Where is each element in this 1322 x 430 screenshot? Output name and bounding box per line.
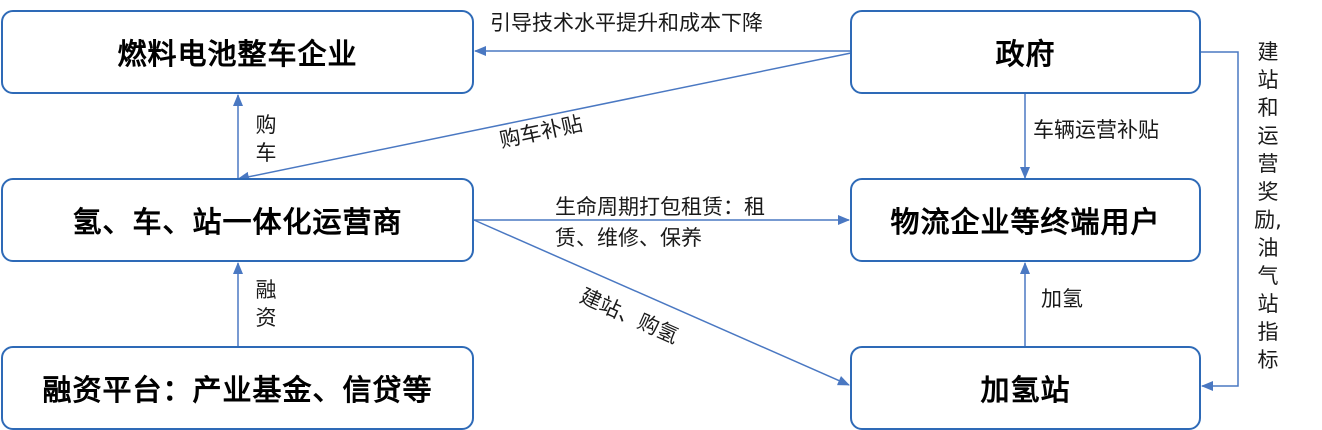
node-government: 政府 bbox=[850, 10, 1201, 94]
label-gov-to-station: 建站和运营奖励,油气站指标 bbox=[1254, 40, 1282, 372]
node-fcv-enterprise: 燃料电池整车企业 bbox=[1, 10, 474, 94]
label-operator-to-fcv: 购车 bbox=[255, 113, 277, 165]
node-integrated-operator: 氢、车、站一体化运营商 bbox=[1, 178, 474, 262]
label-operator-to-users-line2: 赁、维修、保养 bbox=[555, 226, 702, 250]
node-financing-platform: 融资平台：产业基金、信贷等 bbox=[1, 346, 474, 430]
arrow-operator-to-station bbox=[473, 219, 850, 386]
label-station-to-users: 加氢 bbox=[1041, 287, 1083, 311]
arrow-gov-to-operator bbox=[237, 52, 852, 182]
label-operator-to-users-line1: 生命周期打包租赁：租 bbox=[555, 195, 765, 219]
node-logistics-users: 物流企业等终端用户 bbox=[850, 178, 1201, 262]
label-gov-to-users: 车辆运营补贴 bbox=[1033, 118, 1159, 142]
label-finance-to-operator: 融资 bbox=[255, 278, 277, 330]
label-gov-to-fcv: 引导技术水平提升和成本下降 bbox=[490, 11, 763, 35]
arrow-gov-to-station bbox=[1201, 51, 1239, 391]
node-hydrogen-station: 加氢站 bbox=[850, 346, 1201, 430]
